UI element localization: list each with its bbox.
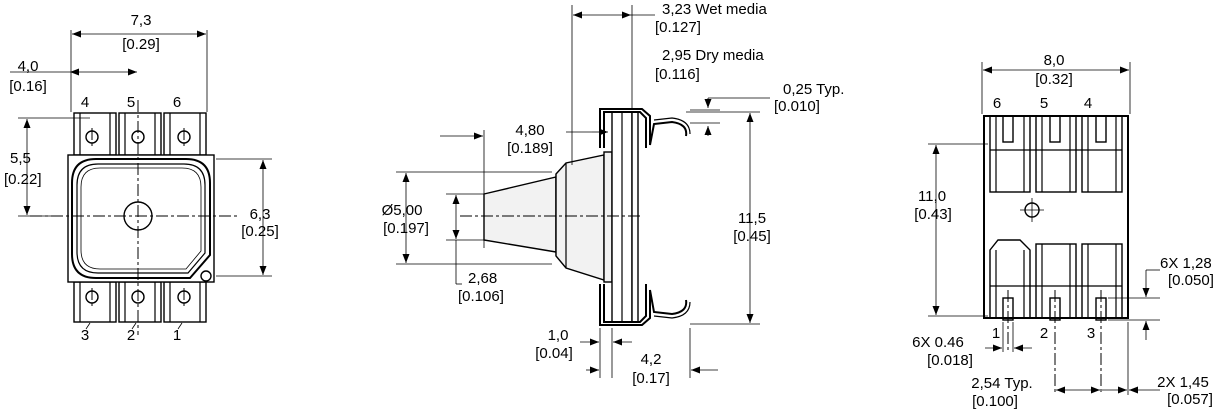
lead-width-in: [0.018]: [927, 352, 973, 369]
pin1-marker: [200, 270, 212, 282]
pin-pitch-v-in: [0.22]: [4, 171, 42, 188]
depth-mm: 4,2: [641, 351, 662, 368]
bottom-width-in: [0.32]: [1035, 71, 1073, 88]
dry-media-in: [0.116]: [655, 66, 700, 83]
bottom-lead: [603, 284, 647, 323]
bottom-pin-label: 2: [1040, 325, 1048, 342]
bottom-height-mm: 11,0: [918, 188, 946, 205]
port-length-mm: 4,80: [515, 122, 544, 139]
bottom-pin-label: 6: [993, 95, 1001, 112]
inner-diameter-mm: 2,68: [468, 270, 497, 287]
front-pin-label: 3: [81, 327, 89, 344]
front-pin-label: 4: [81, 94, 89, 111]
lead-pitch-in: [0.100]: [972, 393, 1018, 410]
bottom-height-in: [0.43]: [914, 206, 952, 223]
front-pin-label: 6: [173, 94, 181, 111]
lead-pitch-mm: 2,54 Typ.: [971, 375, 1032, 392]
flange-in: [0.04]: [535, 345, 573, 362]
wet-media-mm: 3,23 Wet media: [662, 1, 767, 18]
bottom-width-mm: 8,0: [1044, 52, 1065, 69]
top-pin-tabs: [73, 112, 207, 156]
inner-diameter-in: [0.106]: [458, 288, 504, 305]
front-width-in: [0.29]: [122, 36, 160, 53]
front-width-mm: 7,3: [131, 12, 152, 29]
depth-in: [0.17]: [632, 370, 670, 387]
pin-offset-in: [0.16]: [9, 78, 47, 95]
dry-media-mm: 2,95 Dry media: [662, 47, 764, 64]
front-view: 7,3 [0.29] 4,0 [0.16] 5,5 [0.22] 6,3 [0.…: [4, 12, 279, 344]
bottom-pin-tabs: [73, 281, 207, 323]
front-pin-label: 1: [173, 327, 181, 344]
side-view: 3,23 Wet media [0.127] 2,95 Dry media [0…: [382, 1, 845, 387]
end-spacing-in: [0.057]: [1167, 391, 1213, 408]
bottom-view: 8,0 [0.32] 11,0 [0.43] 6 5 4 1 2 3 6X 1,…: [912, 52, 1214, 410]
bottom-pin-label: 1: [992, 325, 1000, 342]
wet-media-in: [0.127]: [655, 19, 701, 36]
bottom-pin-label: 4: [1084, 95, 1092, 112]
pin-offset-mm: 4,0: [18, 58, 39, 75]
typ-thickness-in: [0.010]: [774, 98, 820, 115]
pressure-cap: [71, 158, 211, 279]
total-height-in: [0.45]: [733, 228, 771, 245]
bottom-pin-label: 5: [1040, 95, 1048, 112]
bottom-pin-label: 3: [1087, 325, 1095, 342]
flange-mm: 1,0: [548, 327, 569, 344]
front-pin-label: 5: [127, 94, 135, 111]
lead-width-mm: 6X 0.46: [912, 334, 964, 351]
body-h-in: [0.25]: [241, 223, 279, 240]
body-h-mm: 6,3: [250, 206, 271, 223]
bottom-lead-row: [989, 239, 1123, 321]
typ-thickness-mm: 0,25 Typ.: [783, 81, 844, 98]
lead-length-in: [0.050]: [1168, 272, 1214, 289]
pressure-port: [483, 176, 557, 253]
port-diameter-mm: Ø5,00: [382, 202, 423, 219]
port-diameter-in: [0.197]: [383, 220, 429, 237]
total-height-mm: 11,5: [738, 210, 766, 227]
pin-pitch-v-mm: 5,5: [10, 150, 31, 167]
front-pin-label: 2: [127, 327, 135, 344]
bottom-outline: [983, 115, 1129, 319]
port-length-in: [0.189]: [507, 140, 553, 157]
lead-length-mm: 6X 1,28: [1160, 255, 1212, 272]
top-lead: [603, 111, 647, 148]
end-spacing-mm: 2X 1,45: [1157, 374, 1209, 391]
top-lead-row: [989, 115, 1123, 193]
